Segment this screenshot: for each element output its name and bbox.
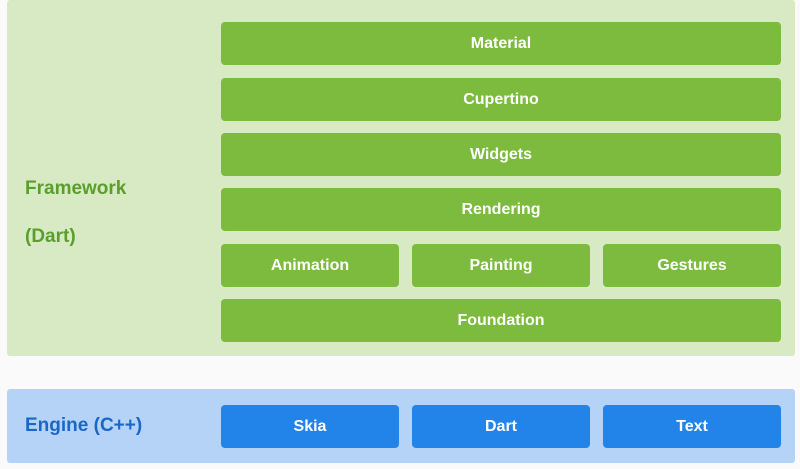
layer-material: Material [221,22,781,65]
framework-label: Framework (Dart) [25,153,126,273]
engine-label: Engine (C++) [25,415,143,436]
layer-foundation: Foundation [221,299,781,342]
layer-cupertino: Cupertino [221,78,781,121]
layer-painting: Painting [412,244,590,287]
framework-label-line2: (Dart) [25,226,76,247]
engine-dart: Dart [412,405,590,448]
layer-rendering: Rendering [221,188,781,231]
framework-label-line1: Framework [25,178,127,199]
layer-animation: Animation [221,244,399,287]
engine-skia: Skia [221,405,399,448]
engine-text: Text [603,405,781,448]
layer-widgets: Widgets [221,133,781,176]
layer-gestures: Gestures [603,244,781,287]
